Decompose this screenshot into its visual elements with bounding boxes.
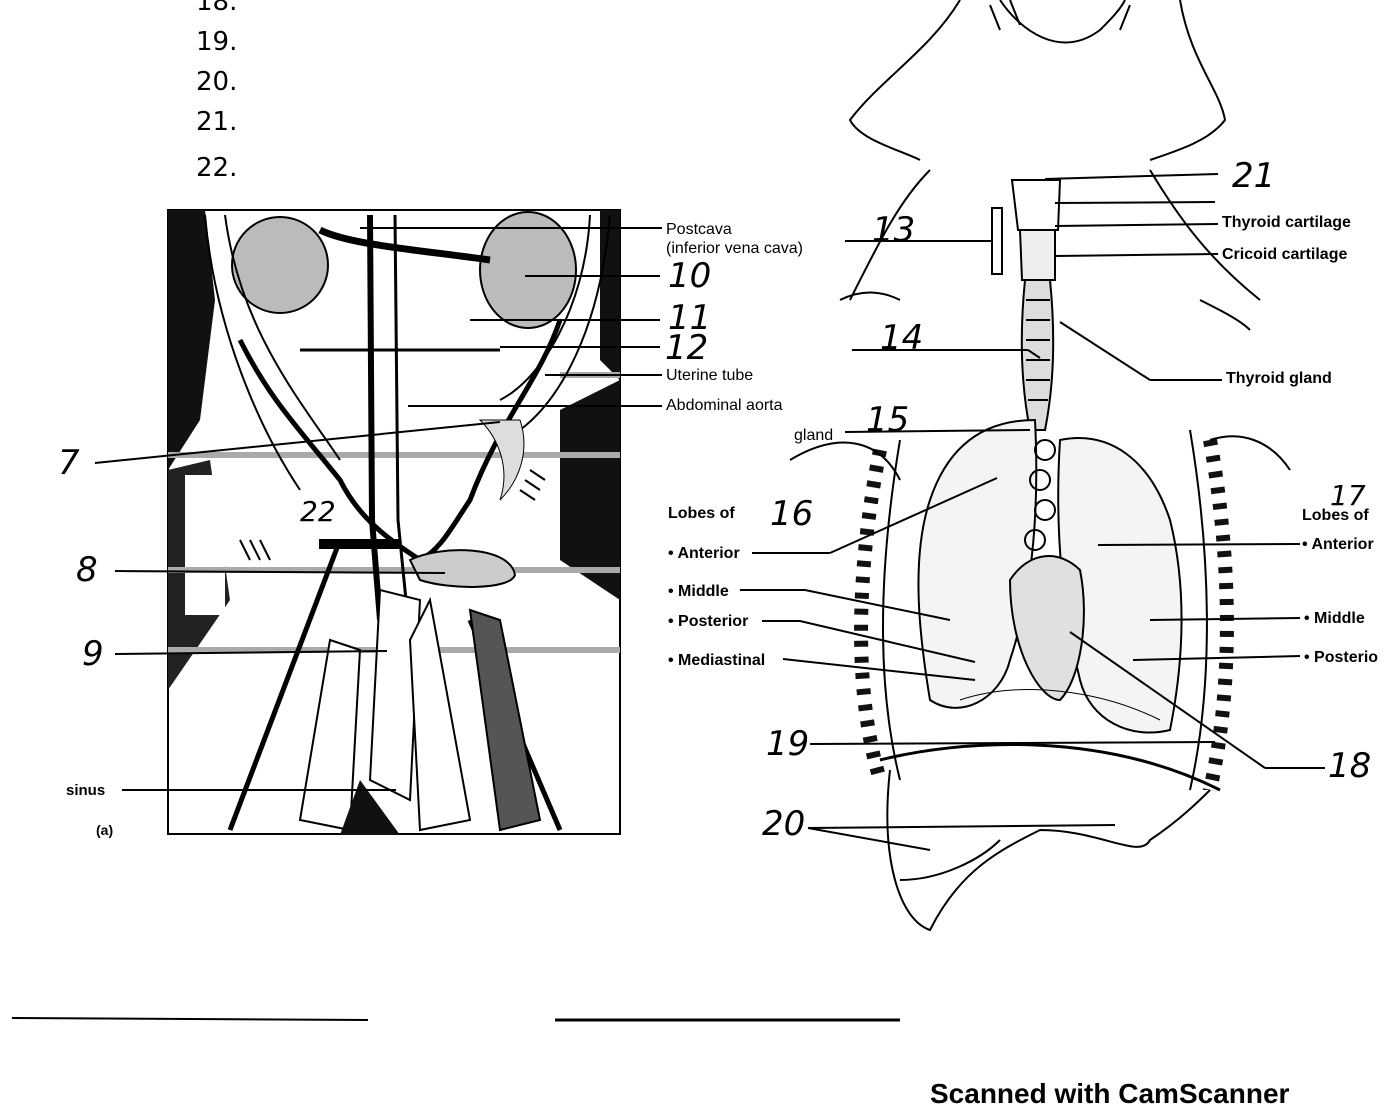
handwritten-19: 19 [766,724,810,764]
thyroid-cartilage-label: Thyroid cartilage [1222,214,1351,231]
handwritten-7: 7 [58,443,80,483]
handwritten-12: 12 [665,328,709,368]
handwritten-11: 11 [668,298,712,338]
anterior-left-label: • Anterior [668,545,740,562]
handwritten-10: 10 [668,256,712,296]
postcava-label: Postcava [666,221,732,238]
left-anatomy-figure [167,209,621,835]
list-item: 21. [196,107,238,137]
numbered-answer-list: 18. 19. 20. 21. 22. [196,0,237,188]
postcava-sub-label: (inferior vena cava) [666,240,803,257]
anterior-right-label: • Anterior [1302,536,1374,553]
cricoid-cartilage-label: Cricoid cartilage [1222,246,1348,263]
handwritten-18: 18 [1328,746,1372,786]
handwritten-15: 15 [866,400,910,440]
scanner-watermark: Scanned with CamScanner [930,1078,1290,1109]
list-item: 18. [196,0,238,17]
thyroid-gland-label: Thyroid gland [1226,370,1332,387]
list-item: 22. [196,153,238,183]
handwritten-17: 17 [1330,479,1366,512]
posterior-left-label: • Posterior [668,613,749,630]
handwritten-21: 21 [1232,156,1276,196]
right-anatomy-figure [789,0,1291,932]
mediastinal-label: • Mediastinal [668,652,766,669]
left-leader-lines [94,227,662,791]
lobes-of-left-label: Lobes of [668,505,735,522]
handwritten-20: 20 [762,804,806,844]
handwritten-8: 8 [76,550,98,590]
lobes-of-right-label: Lobes of [1302,507,1369,524]
handwritten-16: 16 [770,494,814,534]
sinus-label: sinus [66,782,106,799]
handwritten-9: 9 [82,634,104,674]
list-item: 20. [196,67,238,97]
abdominal-aorta-label: Abdominal aorta [666,397,783,414]
uterine-tube-label: Uterine tube [666,367,754,384]
handwritten-13: 13 [872,210,916,250]
list-item: 19. [196,27,238,57]
page-rules [11,1017,900,1022]
middle-left-label: • Middle [668,583,729,600]
gland-label: gland [794,427,834,444]
posterior-right-label: • Posterio [1304,649,1379,666]
middle-right-label: • Middle [1304,610,1365,627]
panel-letter: (a) [96,822,114,838]
handwritten-22: 22 [300,495,336,528]
right-leader-lines [740,173,1325,851]
handwritten-14: 14 [880,318,924,358]
